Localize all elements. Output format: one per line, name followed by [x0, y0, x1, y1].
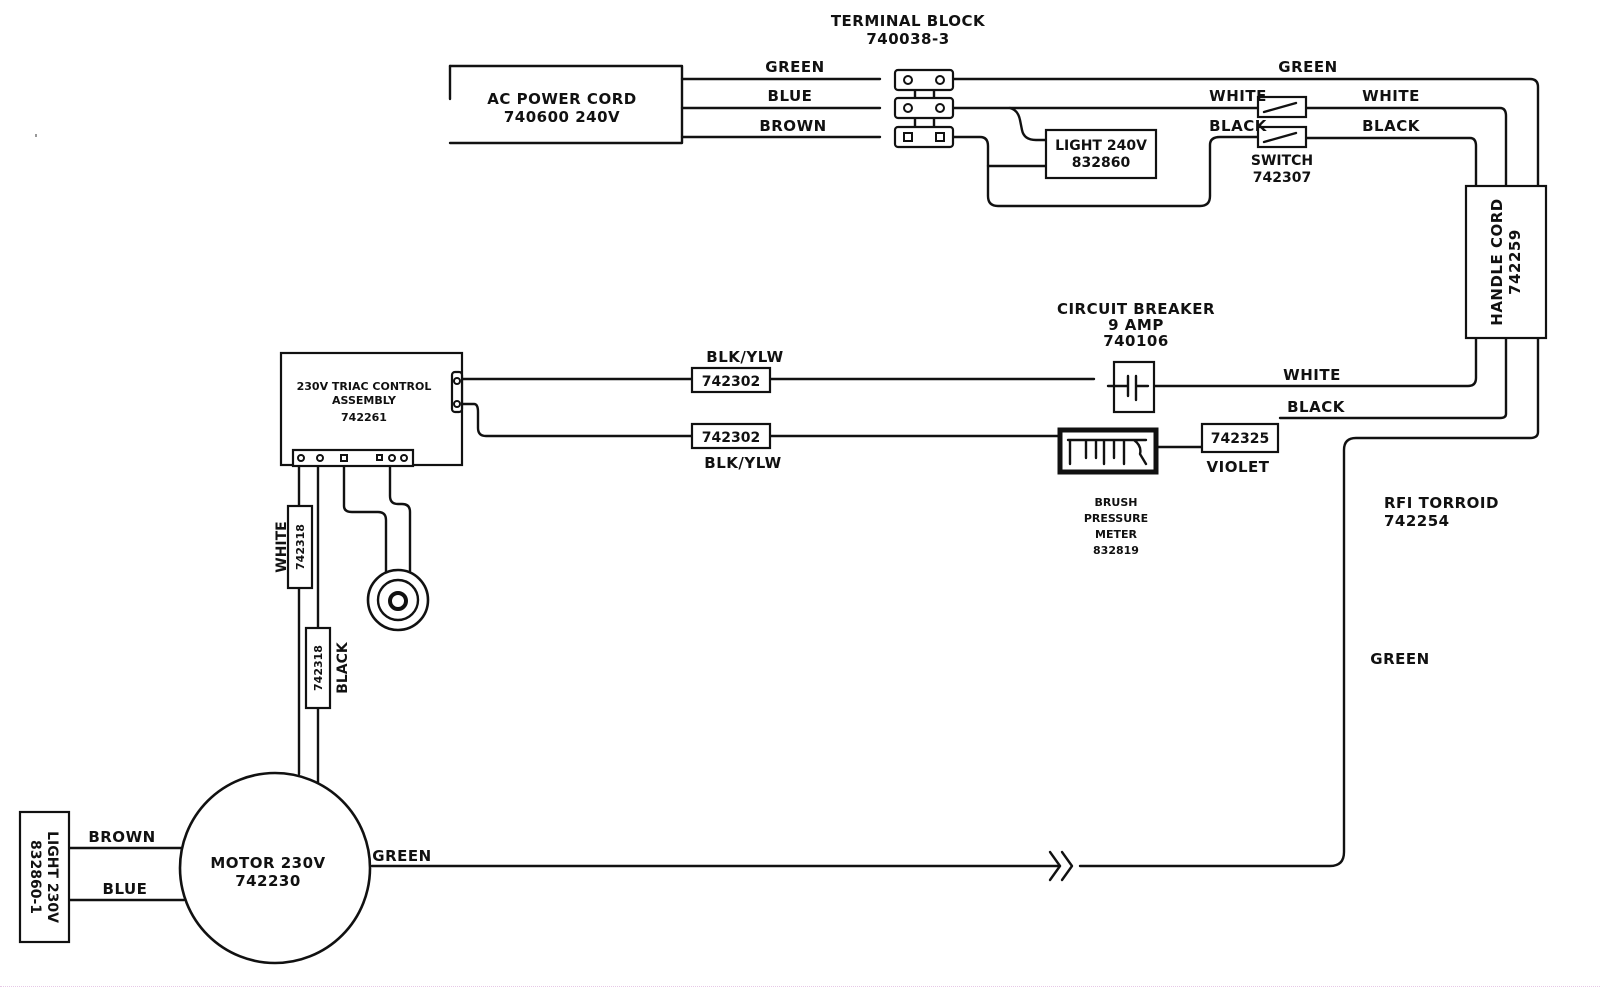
label-ground-green: GREEN — [1370, 650, 1429, 668]
wire-blkylw-lower-a — [458, 402, 694, 438]
motor: MOTOR 230V 742230 — [178, 771, 372, 965]
triac-part: 742261 — [341, 411, 387, 424]
terminal-block-part: 740038-3 — [866, 30, 949, 48]
label-cord-brown: BROWN — [759, 117, 826, 135]
page-edge — [0, 986, 1600, 987]
black-connector: 742318 — [304, 626, 332, 710]
label-top-green: GREEN — [1278, 58, 1337, 76]
label-meter-black: BLACK — [1287, 398, 1346, 416]
handle-cord: HANDLE CORD 742259 — [1464, 184, 1548, 340]
light-240-name: LIGHT 240V — [1055, 138, 1147, 154]
terminal-block-name: TERMINAL BLOCK — [831, 12, 986, 30]
label-cord-blue: BLUE — [768, 87, 813, 105]
brush-pressure-meter: BRUSH PRESSURE METER 832819 — [1057, 427, 1159, 557]
label-blkylw-lower: BLK/YLW — [704, 454, 781, 472]
handle-cord-name: HANDLE CORD — [1488, 198, 1506, 325]
breaker-rating: 9 AMP — [1108, 316, 1164, 334]
connector-upper-part: 742302 — [702, 374, 760, 390]
light-240v: LIGHT 240V 832860 — [1044, 128, 1158, 180]
switch: SWITCH 742307 — [1251, 95, 1313, 186]
handle-cord-part: 742259 — [1506, 229, 1524, 295]
wire-blue-to-light — [1008, 106, 1048, 142]
label-violet: VIOLET — [1207, 458, 1270, 476]
white-connector-part: 742318 — [294, 524, 307, 570]
motor-name: MOTOR 230V — [210, 854, 325, 872]
label-light-brown: BROWN — [88, 828, 155, 846]
triac-name: 230V TRIAC CONTROL — [297, 380, 432, 393]
rfi-toroid-part: 742254 — [1384, 512, 1450, 530]
connector-upper: 742302 — [690, 366, 772, 394]
ac-power-cord: AC POWER CORD 740600 240V — [448, 64, 684, 145]
label-switch-black-in: BLACK — [1209, 117, 1268, 135]
speed-sensor-icon — [366, 568, 430, 632]
label-motor-green: GREEN — [372, 847, 431, 865]
circuit-breaker: CIRCUIT BREAKER 9 AMP 740106 — [1057, 300, 1215, 414]
wire-encoder-a — [342, 448, 388, 575]
wire-green-top — [933, 77, 1540, 868]
switch-name: SWITCH — [1251, 153, 1313, 169]
light-230v: LIGHT 230V 832860-1 — [18, 810, 71, 944]
breaker-name: CIRCUIT BREAKER — [1057, 300, 1215, 318]
wires — [67, 77, 1540, 902]
label-light-blue: BLUE — [103, 880, 148, 898]
wire-black-switch-out — [1304, 136, 1478, 188]
breaker-part: 740106 — [1103, 332, 1169, 350]
scan-speck — [35, 134, 37, 137]
label-cord-green: GREEN — [765, 58, 824, 76]
light-240-part: 832860 — [1072, 155, 1131, 171]
wire-encoder-b — [388, 448, 412, 575]
white-connector: 742318 — [286, 504, 314, 590]
meter-line3: METER — [1095, 528, 1137, 541]
label-switch-black-out: BLACK — [1362, 117, 1421, 135]
label-blkylw-upper: BLK/YLW — [706, 348, 783, 366]
rfi-toroid: RFI TORROID 742254 — [1384, 494, 1499, 530]
label-motor-white: WHITE — [274, 521, 290, 572]
triac-name2: ASSEMBLY — [332, 394, 397, 407]
ac-cord-part: 740600 240V — [504, 108, 620, 126]
label-breaker-white: WHITE — [1283, 366, 1341, 384]
ground-break-symbol — [1048, 850, 1074, 882]
violet-connector-part: 742325 — [1211, 431, 1269, 447]
violet-connector: 742325 — [1200, 422, 1280, 454]
meter-part: 832819 — [1093, 544, 1139, 557]
light-230-part: 832860-1 — [27, 840, 43, 914]
connector-lower-part: 742302 — [702, 430, 760, 446]
switch-part: 742307 — [1253, 170, 1311, 186]
wire-black-meter — [1278, 336, 1508, 420]
connector-lower: 742302 — [690, 422, 772, 450]
wire-white-breaker — [1120, 336, 1478, 388]
terminal-block: TERMINAL BLOCK 740038-3 — [831, 12, 986, 149]
ac-cord-name: AC POWER CORD — [487, 90, 636, 108]
light-230-name: LIGHT 230V — [44, 831, 60, 923]
meter-line1: BRUSH — [1095, 496, 1138, 509]
wire-white-switch-out — [1304, 106, 1508, 188]
label-switch-white-in: WHITE — [1209, 87, 1267, 105]
motor-part: 742230 — [235, 872, 301, 890]
black-connector-part: 742318 — [312, 645, 325, 691]
rfi-toroid-name: RFI TORROID — [1384, 494, 1499, 512]
wire-brown-loop — [933, 135, 1260, 208]
meter-line2: PRESSURE — [1084, 512, 1148, 525]
label-motor-black: BLACK — [335, 641, 351, 694]
triac-control-assembly: 230V TRIAC CONTROL ASSEMBLY 742261 — [279, 351, 464, 468]
label-switch-white-out: WHITE — [1362, 87, 1420, 105]
